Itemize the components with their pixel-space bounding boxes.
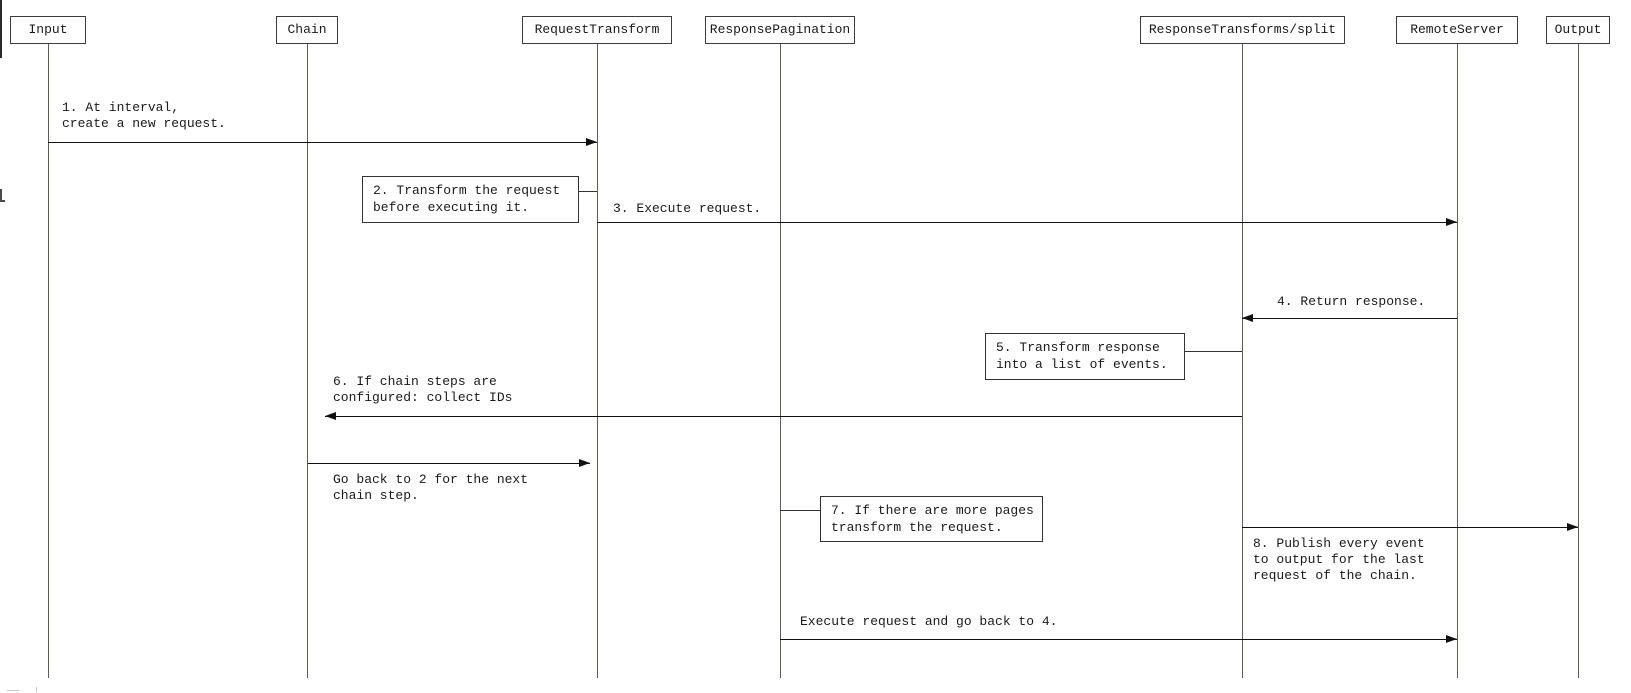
msg-8-publish-events-line xyxy=(1242,527,1578,528)
msg-6-collect-ids-line xyxy=(325,416,1242,417)
msg-4-return-response-label-line: 4. Return response. xyxy=(1277,294,1426,309)
msg-4-return-response-label: 4. Return response. xyxy=(1277,294,1425,310)
note-5-transform-response-connector xyxy=(1184,351,1242,352)
lifeline-remote-server xyxy=(1457,44,1458,678)
note-5-transform-response-line: 5. Transform response xyxy=(996,340,1160,355)
note-2-transform-request: 2. Transform the request before executing… xyxy=(362,176,579,223)
actor-box-response-transforms-split: ResponseTransforms/split xyxy=(1140,16,1345,44)
note-7-more-pages-line: 7. If there are more pages xyxy=(831,503,1034,518)
msg-execute-go-back-4-label: Execute request and go back to 4. xyxy=(800,614,1057,630)
msg-3-execute-request-line xyxy=(597,222,1457,223)
arrowhead-icon xyxy=(586,138,597,146)
lifeline-request-transform xyxy=(597,44,598,678)
actor-box-request-transform: RequestTransform xyxy=(522,16,672,44)
lifeline-response-pagination xyxy=(780,44,781,678)
msg-go-back-to-2-label-line: Go back to 2 for the next xyxy=(333,472,529,487)
arrowhead-icon xyxy=(1242,314,1253,322)
msg-3-execute-request-label: 3. Execute request. xyxy=(613,201,761,217)
msg-8-publish-events-label-line: request of the chain. xyxy=(1253,568,1417,583)
msg-go-back-to-2-label-line: chain step. xyxy=(333,488,419,503)
note-2-transform-request-line: before executing it. xyxy=(373,200,530,215)
arrowhead-icon xyxy=(1567,523,1578,531)
note-5-transform-response-line: into a list of events. xyxy=(996,357,1168,372)
arrowhead-icon xyxy=(579,459,590,467)
bottom-left-mark-dash xyxy=(7,690,19,691)
msg-1-create-request-label: 1. At interval,create a new request. xyxy=(62,100,226,132)
msg-8-publish-events-label-line: to output for the last xyxy=(1253,552,1425,567)
msg-8-publish-events-label-line: 8. Publish every event xyxy=(1253,536,1425,551)
msg-6-collect-ids-label-line: 6. If chain steps are xyxy=(333,374,497,389)
note-7-more-pages: 7. If there are more pages transform the … xyxy=(820,496,1043,542)
note-2-transform-request-connector xyxy=(578,191,597,192)
msg-6-collect-ids-label-line: configured: collect IDs xyxy=(333,390,513,405)
lifeline-output xyxy=(1578,44,1579,678)
note-2-transform-request-line: 2. Transform the request xyxy=(373,183,561,198)
left-edge-mark-tick xyxy=(0,200,5,202)
lifeline-response-transforms-split xyxy=(1242,44,1243,678)
msg-go-back-to-2-line xyxy=(308,463,590,464)
actor-box-output: Output xyxy=(1546,16,1610,44)
msg-1-create-request-label-line: 1. At interval, xyxy=(62,100,180,115)
lifeline-chain xyxy=(307,44,308,678)
note-7-more-pages-line: transform the request. xyxy=(831,520,1003,535)
actor-box-chain: Chain xyxy=(276,16,338,44)
arrowhead-icon xyxy=(1446,218,1457,226)
left-edge-mark-vertical xyxy=(0,189,2,202)
lifeline-input xyxy=(48,44,49,678)
msg-4-return-response-line xyxy=(1242,318,1457,319)
arrowhead-icon xyxy=(1446,635,1457,643)
actor-box-input: Input xyxy=(10,16,86,44)
msg-1-create-request-line xyxy=(48,142,597,143)
note-7-more-pages-connector xyxy=(780,510,820,511)
actor-box-response-pagination: ResponsePagination xyxy=(705,16,855,44)
msg-1-create-request-label-line: create a new request. xyxy=(62,116,226,131)
bottom-left-mark-tick xyxy=(36,687,37,692)
left-edge-border-fragment xyxy=(0,0,2,58)
arrowhead-icon xyxy=(325,412,336,420)
msg-3-execute-request-label-line: 3. Execute request. xyxy=(613,201,762,216)
msg-execute-go-back-4-label-line: Execute request and go back to 4. xyxy=(800,614,1058,629)
actor-box-remote-server: RemoteServer xyxy=(1396,16,1518,44)
msg-execute-go-back-4-line xyxy=(780,639,1457,640)
note-5-transform-response: 5. Transform response into a list of even… xyxy=(985,333,1185,380)
